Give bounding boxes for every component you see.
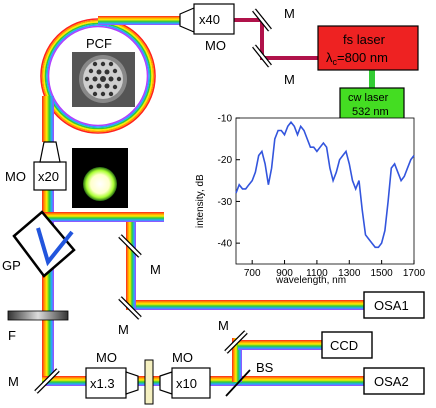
mirror-mid-1-label: M xyxy=(150,262,161,277)
objective-x13 xyxy=(85,367,139,399)
fs-laser-wavelength: λc=800 nm xyxy=(326,50,388,67)
filter-label: F xyxy=(8,328,16,343)
fs-laser-box xyxy=(317,25,419,71)
objective-x10-label: x10 xyxy=(176,376,197,391)
osa2-box xyxy=(363,367,425,395)
fiber-top-segment xyxy=(98,16,180,25)
mirror-bottom-label: M xyxy=(8,374,19,389)
cw-laser-title: cw laser xyxy=(348,92,389,104)
spectrum-chart: -10 -20 -30 -40 700 900 1100 1300 1500 1700 wave… xyxy=(195,114,426,287)
y-tick-label: -30 xyxy=(218,197,233,208)
objective-x20 xyxy=(33,141,67,191)
fiber-down-segment xyxy=(42,96,54,142)
pcf-label: PCF xyxy=(86,36,112,51)
x-tick-label: 1700 xyxy=(403,268,426,279)
mirror-mid-2-label: M xyxy=(118,322,129,337)
sample-plate xyxy=(144,359,154,405)
objective-x40 xyxy=(179,3,235,35)
ccd-label: CCD xyxy=(330,338,358,353)
spectrum-series-line xyxy=(235,120,415,249)
fs-laser-wavelength-value: =800 nm xyxy=(337,50,388,65)
osa1-box xyxy=(363,291,425,319)
beam-splitter-label: BS xyxy=(256,360,274,375)
beam-splitter xyxy=(225,369,251,397)
y-ticks: -10 -20 -30 -40 xyxy=(218,114,240,250)
pump-beam xyxy=(215,18,320,60)
x-ticks: 700 900 1100 1300 1500 1700 xyxy=(244,260,426,279)
y-tick-label: -10 xyxy=(218,114,233,125)
mirror-top-2-label: M xyxy=(284,72,295,87)
x-tick-label: 900 xyxy=(276,268,293,279)
fs-laser-lambda-sub: c xyxy=(333,57,338,67)
cw-laser-wavelength: 532 nm xyxy=(352,106,389,118)
objective-x13-label: x1.3 xyxy=(90,376,115,391)
mirror-lower-label: M xyxy=(218,318,229,333)
plot-frame xyxy=(235,117,415,265)
x-tick-label: 1100 xyxy=(306,268,328,279)
objective-x10 xyxy=(159,367,211,399)
x-axis-label: wavelength, nm xyxy=(275,275,346,286)
y-tick-label: -20 xyxy=(218,155,233,166)
objective-top-mo-label: MO xyxy=(205,38,226,53)
x-tick-label: 1500 xyxy=(371,268,394,279)
green-beam xyxy=(369,70,375,88)
y-tick-label: -40 xyxy=(218,239,233,250)
fs-laser-title: fs laser xyxy=(343,32,386,47)
output-mode-spot xyxy=(83,167,117,201)
objective-x10-mo-label: MO xyxy=(172,350,193,365)
y-axis-label: intensity, dB xyxy=(195,174,206,228)
filter xyxy=(7,310,69,321)
osa1-label: OSA1 xyxy=(374,298,409,313)
pcf-cross-section-image xyxy=(72,52,135,107)
objective-x20-mo-label: MO xyxy=(5,169,26,184)
objective-x40-label: x40 xyxy=(199,12,220,27)
glan-prism xyxy=(12,210,76,278)
ccd-box xyxy=(321,331,373,359)
glan-prism-label: GP xyxy=(2,258,21,273)
x-tick-label: 700 xyxy=(244,268,261,279)
mirror-top-1-label: M xyxy=(284,6,295,21)
osa2-label: OSA2 xyxy=(374,374,409,389)
x-tick-label: 1300 xyxy=(338,268,361,279)
objective-x13-mo-label: MO xyxy=(96,350,117,365)
objective-x20-label: x20 xyxy=(38,169,59,184)
fs-laser-lambda: λ xyxy=(326,50,333,65)
